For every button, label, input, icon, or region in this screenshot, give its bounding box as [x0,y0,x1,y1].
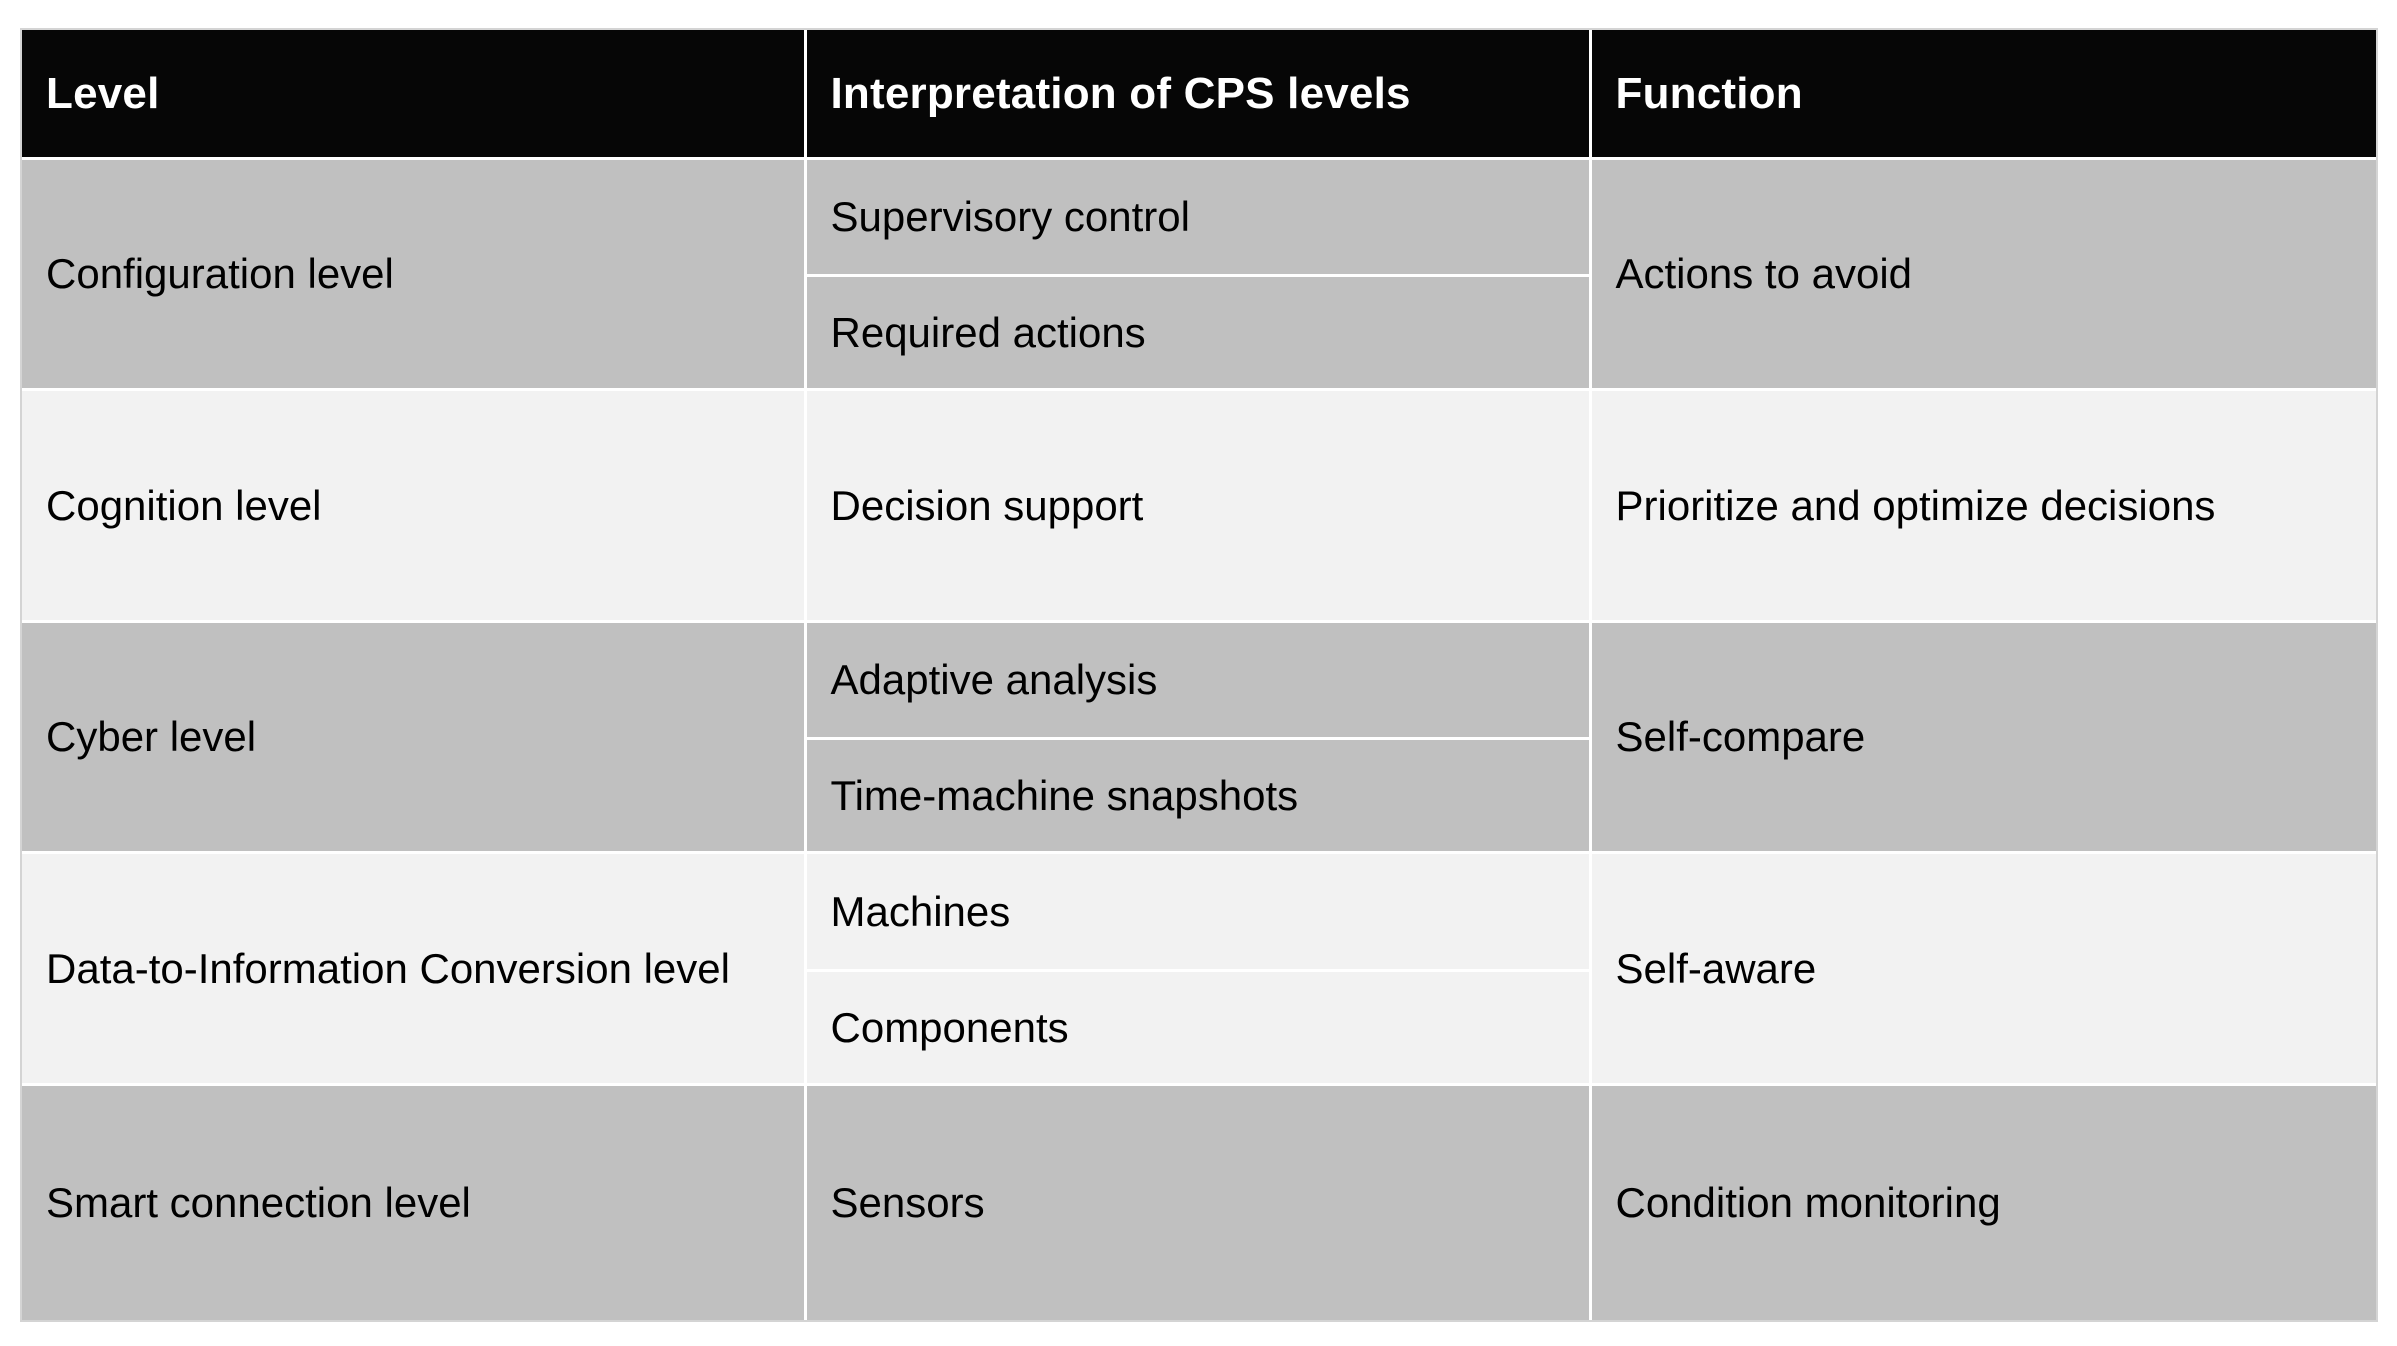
column-header-level: Level [22,30,807,159]
table-header: Level Interpretation of CPS levels Funct… [22,30,2376,159]
cell-interpretation-sub: Machines [807,854,1589,968]
cell-interpretation-text: Required actions [830,309,1146,357]
cell-level: Cyber level [22,619,807,853]
cell-level: Data-to-Information Conversion level [22,851,807,1085]
cell-interpretation-text: Components [830,1003,1069,1051]
cell-function: Self-aware [1590,851,2376,1085]
column-header-interpretation: Interpretation of CPS levels [805,30,1592,159]
cell-interpretation-sub: Time-machine snapshots [806,737,1589,851]
cell-interpretation-sub: Adaptive analysis [807,623,1589,737]
cell-level: Cognition level [22,388,807,622]
table-row: Data-to-Information Conversion level Mac… [22,851,2376,1085]
cell-function: Self-compare [1590,619,2376,853]
column-header-function: Function [1590,30,2376,159]
table-row: Configuration level Supervisory control … [22,156,2376,390]
table-row: Smart connection level Sensors Condition… [22,1082,2376,1320]
cell-interpretation-text: Machines [830,887,1011,935]
table-row: Cyber level Adaptive analysis Time-machi… [22,619,2376,853]
cell-interpretation: Adaptive analysis Time-machine snapshots [805,619,1592,853]
table-row: Cognition level Decision support Priorit… [22,388,2376,622]
cell-level: Configuration level [22,156,807,390]
cell-interpretation-text: Supervisory control [830,193,1190,241]
cell-interpretation: Sensors [805,1082,1592,1320]
cell-interpretation: Decision support [805,388,1592,622]
cell-interpretation-sub: Supervisory control [807,160,1589,274]
cell-interpretation: Supervisory control Required actions [805,156,1592,390]
table-body: Configuration level Supervisory control … [22,156,2376,1320]
cell-level: Smart connection level [22,1082,807,1320]
cell-function: Actions to avoid [1590,156,2376,390]
cell-interpretation-sub: Components [806,968,1589,1083]
cell-interpretation-text: Time-machine snapshots [830,772,1299,820]
cell-interpretation: Machines Components [805,851,1592,1085]
table-header-row: Level Interpretation of CPS levels Funct… [22,30,2376,159]
cell-function: Condition monitoring [1590,1082,2376,1320]
cps-levels-table-container: Level Interpretation of CPS levels Funct… [20,28,2378,1322]
cps-levels-table: Level Interpretation of CPS levels Funct… [22,30,2376,1320]
cell-function: Prioritize and optimize decisions [1590,388,2376,622]
cell-interpretation-text: Adaptive analysis [830,656,1158,704]
cell-interpretation-sub: Required actions [806,274,1589,388]
